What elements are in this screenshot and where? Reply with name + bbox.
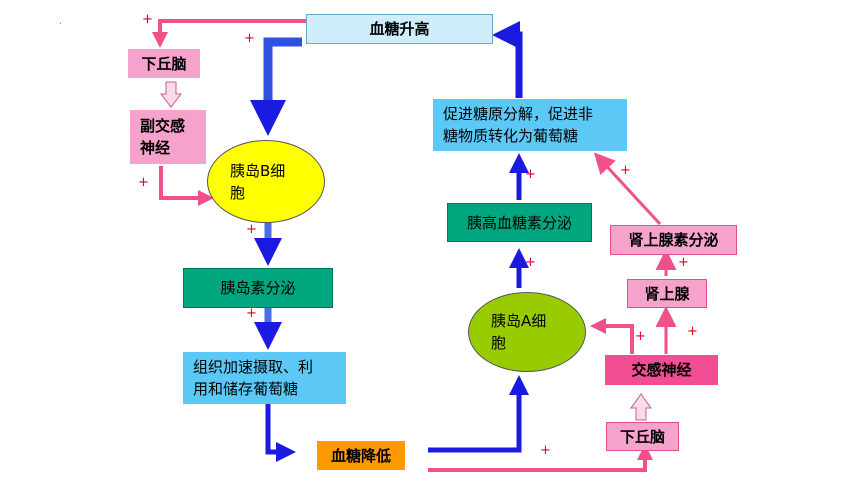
node-tissue-uptake: 组织加速摄取、利 用和储存葡萄糖 xyxy=(183,352,346,404)
node-blood-sugar-rise: 血糖升高 xyxy=(306,14,493,44)
arrow-effects-to-rise xyxy=(492,21,523,98)
arrow-rise-to-b-cell xyxy=(250,37,302,136)
plus-sign: + xyxy=(635,329,646,344)
plus-sign: + xyxy=(525,255,536,270)
arrow-fall-to-a-cell xyxy=(428,375,529,453)
node-hypothalamus-right: 下丘脑 xyxy=(606,422,679,451)
plus-sign: + xyxy=(246,306,257,321)
node-sympathetic: 交感神经 xyxy=(605,355,718,385)
node-promote-effects: 促进糖原分解，促进非 糖物质转化为葡萄糖 xyxy=(433,99,627,151)
arrow-fall-to-hypothalamus xyxy=(428,444,653,472)
plus-sign: + xyxy=(246,222,257,237)
arrow-rise-to-hypothalamus xyxy=(152,19,306,48)
arrow-adrenaline-to-effects xyxy=(593,152,662,226)
arrow-sympathetic-to-a-cell xyxy=(590,318,634,354)
node-blood-sugar-fall: 血糖降低 xyxy=(317,441,405,470)
plus-sign: + xyxy=(525,167,536,182)
corner-dot: . xyxy=(59,17,62,27)
node-islet-a-cell: 胰岛A细 胞 xyxy=(468,292,586,372)
node-glucagon-secretion: 胰高血糖素分泌 xyxy=(447,203,592,242)
node-insulin-secretion: 胰岛素分泌 xyxy=(183,268,333,308)
plus-sign: + xyxy=(138,175,149,190)
node-islet-b-cell: 胰岛B细 胞 xyxy=(207,140,325,223)
arrow-hypothalamus-to-sympathetic xyxy=(630,393,652,421)
node-hypothalamus-left: 下丘脑 xyxy=(128,49,200,78)
node-vice-sympathetic: 副交感 神经 xyxy=(130,110,206,164)
arrow-tissue-to-fall xyxy=(265,404,296,462)
node-adrenal-gland: 肾上腺 xyxy=(627,279,707,308)
plus-sign: + xyxy=(687,324,698,339)
arrow-vice-to-b-cell xyxy=(159,166,214,206)
plus-sign: + xyxy=(540,443,551,458)
plus-sign: + xyxy=(142,12,153,27)
arrow-hypothalamus-to-vice xyxy=(159,81,183,108)
plus-sign: + xyxy=(620,163,631,178)
plus-sign: + xyxy=(678,255,689,270)
plus-sign: + xyxy=(244,31,255,46)
node-adrenaline-secretion: 肾上腺素分泌 xyxy=(610,225,737,255)
